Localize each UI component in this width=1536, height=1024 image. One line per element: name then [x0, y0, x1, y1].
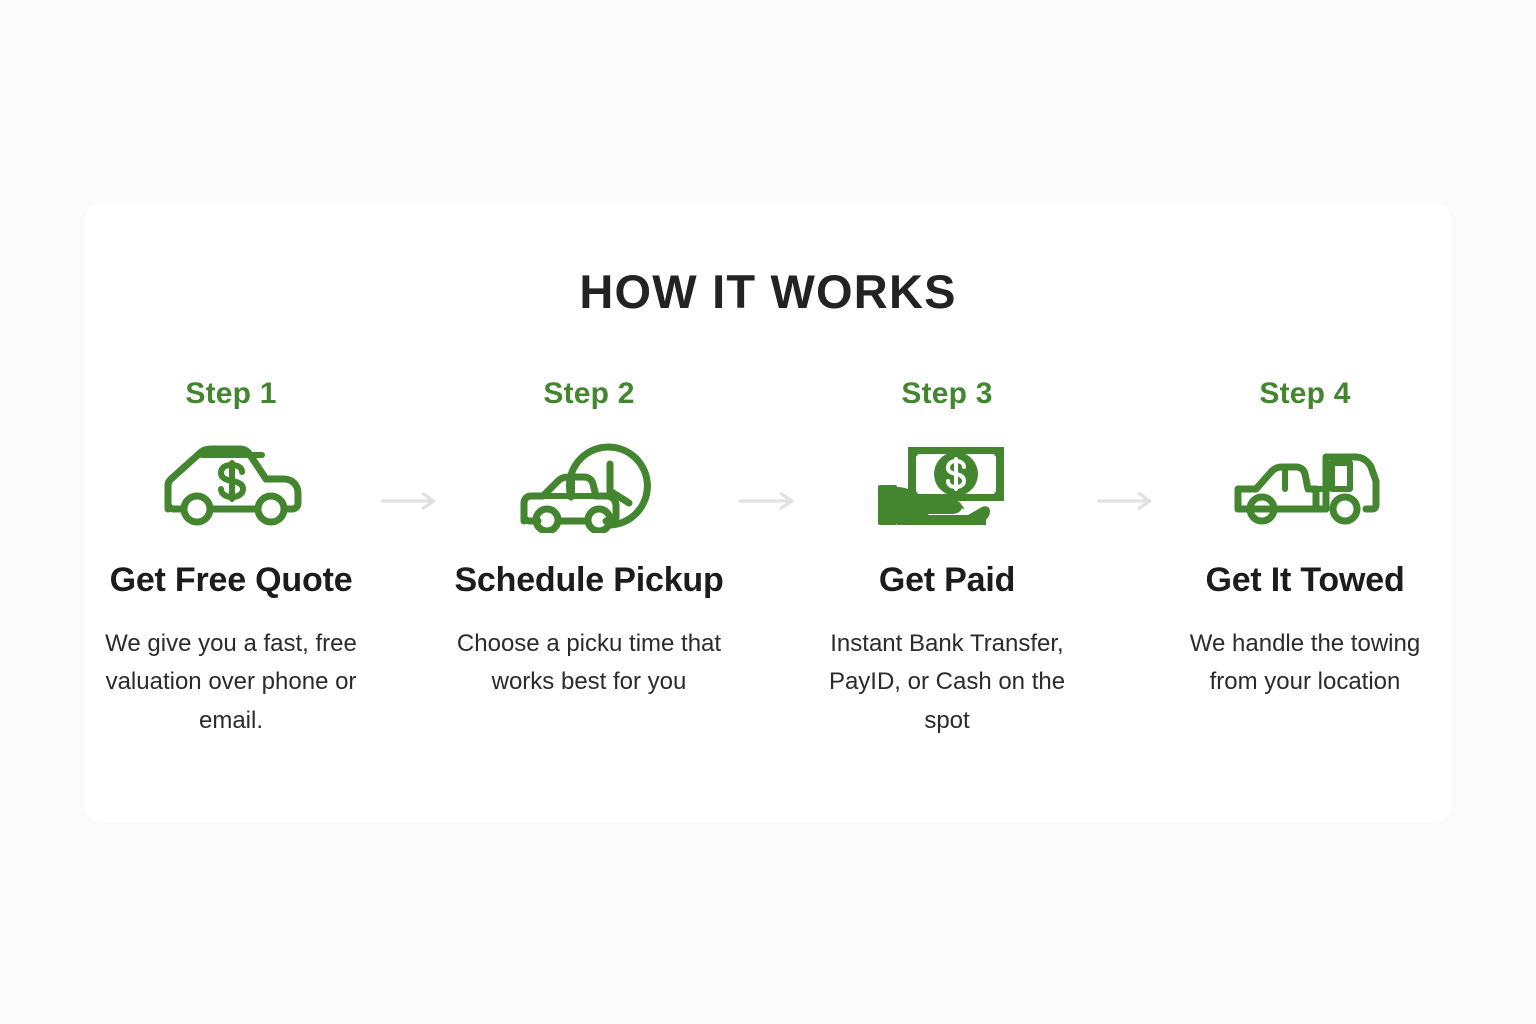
step-description-3: Instant Bank Transfer, PayID, or Cash on…: [828, 629, 1066, 735]
arrow-right-icon: [739, 487, 797, 515]
step-description-4: We handle the towing from your location: [1189, 629, 1421, 696]
step-item-2: Step 2: [439, 379, 739, 702]
step-label-4: Step 4: [1259, 377, 1351, 410]
step-label-3: Step 3: [901, 377, 993, 410]
hand-holding-cash-icon: [872, 437, 1022, 533]
arrow-right-icon: [1097, 487, 1155, 515]
step-description-2: Choose a picku time that works best for …: [456, 629, 722, 696]
page-title: HOW IT WORKS: [579, 265, 957, 318]
car-with-dollar-icon: [156, 437, 306, 533]
arrow-right-icon: [381, 487, 439, 515]
steps-row: Step 1: [105, 379, 1420, 741]
step-heading-1: Get Free Quote: [109, 561, 353, 599]
how-it-works-card: HOW IT WORKS Step 1: [85, 204, 1451, 822]
tow-truck-icon: [1230, 437, 1380, 533]
step-label-1: Step 1: [185, 377, 277, 410]
step-heading-2: Schedule Pickup: [454, 561, 724, 599]
car-with-clock-icon: [514, 437, 664, 533]
step-item-3: Step 3: [797, 379, 1097, 741]
step-label-2: Step 2: [543, 377, 635, 410]
step-description-1: We give you a fast, free valuation over …: [105, 629, 357, 735]
step-item-1: Step 1: [81, 379, 381, 741]
step-heading-4: Get It Towed: [1205, 561, 1405, 599]
step-heading-3: Get Paid: [878, 561, 1016, 599]
step-item-4: Step 4: [1155, 379, 1455, 702]
